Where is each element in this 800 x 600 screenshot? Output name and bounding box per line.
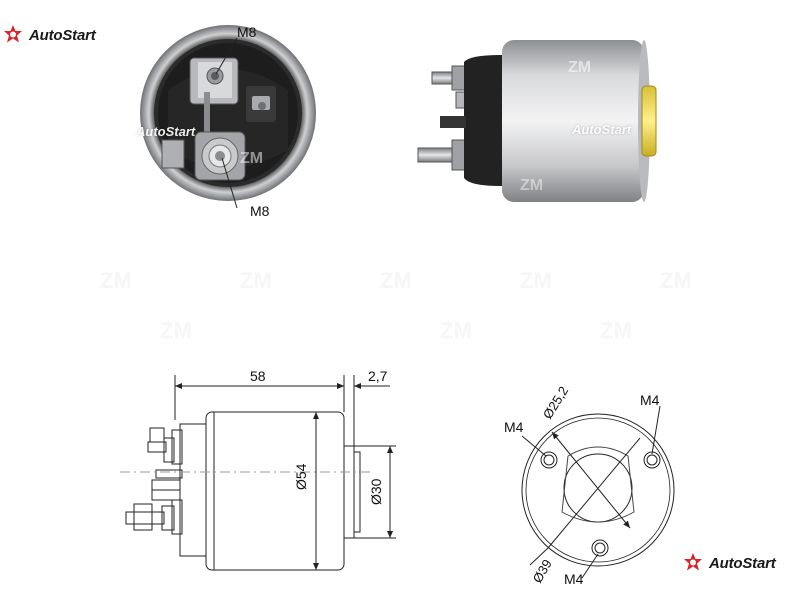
photo-side-view: ZM ZM <box>417 40 657 202</box>
bottom-terminal <box>194 131 246 181</box>
outer-diameter-label: Ø39 <box>530 557 555 586</box>
end-photo-zm-watermark: ZM <box>240 150 264 167</box>
photo-end-view: M8 M8 <box>140 24 316 219</box>
autostart-logo-icon <box>4 25 22 43</box>
flat-tab-terminal <box>246 86 276 122</box>
bottom-m8-leader <box>221 157 238 209</box>
autostart-logo-text: AutoStart <box>29 26 96 44</box>
autostart-logo-text-bottom: AutoStart <box>709 554 776 572</box>
body-diameter-label: Ø54 <box>293 463 309 490</box>
side-dimension-drawing <box>120 375 396 571</box>
side-photo-zm-watermark: ZM <box>568 59 591 76</box>
side-photo-watermark: AutoStart <box>572 122 632 137</box>
autostart-logo-bottom: AutoStart <box>682 552 776 574</box>
side-photo-zm-watermark-2: ZM <box>520 177 543 194</box>
front-dimension-drawing <box>521 405 675 579</box>
plunger-offset-label: 2,7 <box>368 368 388 384</box>
plunger-diameter-label: Ø30 <box>368 478 384 505</box>
length-dimension-label: 58 <box>250 368 266 384</box>
autostart-logo-top: AutoStart <box>2 24 96 46</box>
thread-bottom-label: M4 <box>564 571 584 587</box>
end-photo-watermark: AutoStart <box>136 124 196 139</box>
top-terminal <box>189 57 239 132</box>
bottom-terminal-label: M8 <box>250 203 270 219</box>
bore-diameter-label: Ø25,2 <box>540 384 571 422</box>
autostart-logo-icon-bottom <box>684 553 702 571</box>
top-m8-leader <box>215 37 238 75</box>
thread-left-label: M4 <box>504 419 524 435</box>
top-terminal-label: M8 <box>237 24 257 40</box>
thread-right-label: M4 <box>640 392 660 408</box>
